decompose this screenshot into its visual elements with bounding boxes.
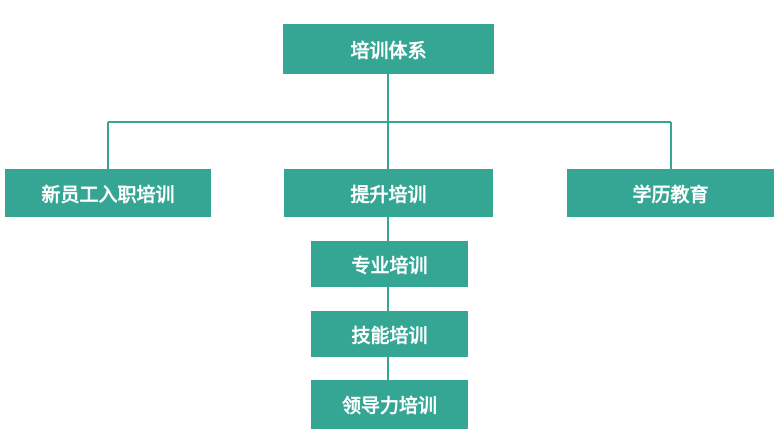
node-label: 领导力培训 [341,395,437,417]
node-label: 提升培训 [350,183,427,206]
node-skills-training: 技能培训 [311,311,468,357]
node-new-employee-onboarding: 新员工入职培训 [5,169,211,217]
node-label: 技能培训 [351,324,428,347]
node-advancement-training: 提升培训 [284,169,493,217]
node-professional-training: 专业培训 [311,241,468,287]
node-label: 专业培训 [351,254,428,277]
node-training-system: 培训体系 [283,24,494,74]
node-leadership-training: 领导力培训 [311,380,468,429]
node-label: 学历教育 [632,183,709,206]
node-label: 新员工入职培训 [41,183,175,206]
node-academic-education: 学历教育 [567,169,774,217]
node-label: 培训体系 [350,39,427,62]
